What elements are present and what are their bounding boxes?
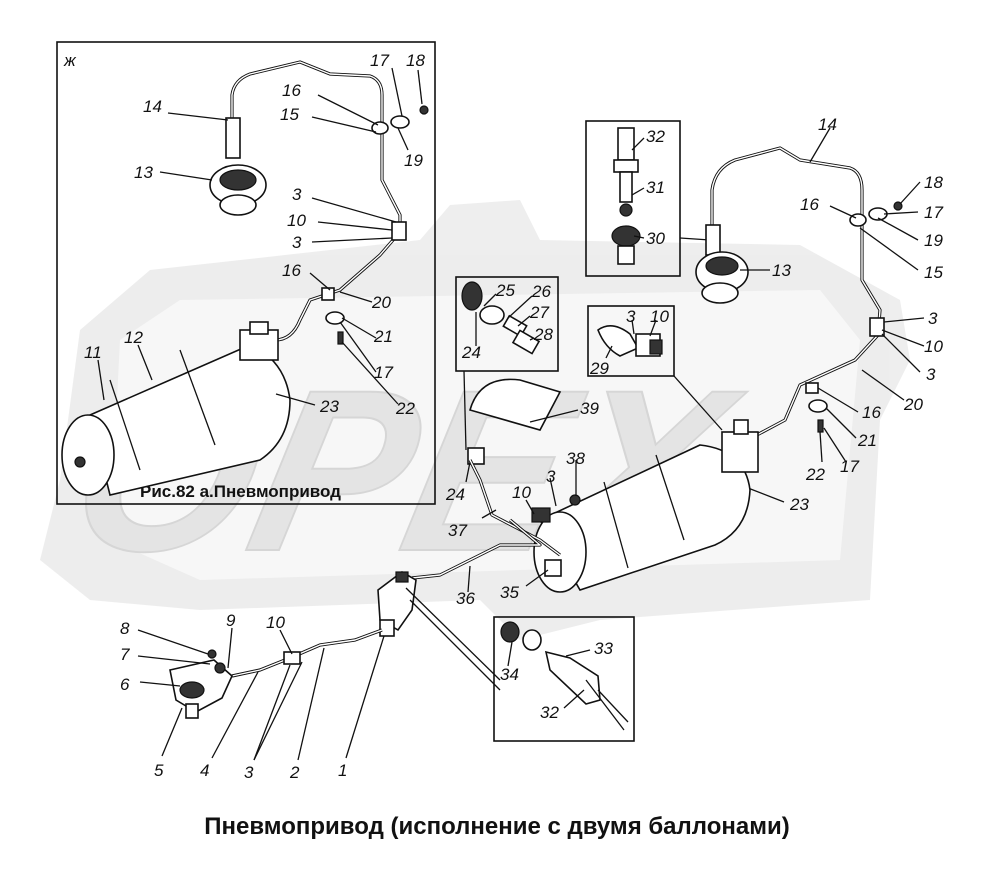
right-label-13: 13 <box>772 261 791 280</box>
main-label-38: 38 <box>566 449 585 468</box>
inset-label-10: 10 <box>287 211 306 230</box>
inset-label-20: 20 <box>371 293 391 312</box>
detail-label-28: 28 <box>533 325 553 344</box>
inset-brake-chamber <box>209 117 267 216</box>
inset-marker: ж <box>63 51 77 70</box>
figure-caption: Пневмопривод (исполнение с двумя баллона… <box>204 813 789 840</box>
inset-label-15: 15 <box>280 105 299 124</box>
detail-box-connector-frame <box>455 276 559 372</box>
label-7: 7 <box>120 645 130 664</box>
detail-label-26: 26 <box>531 282 551 301</box>
inset-label-23: 23 <box>319 397 339 416</box>
detail-label-30: 30 <box>646 229 665 248</box>
right-label-17: 17 <box>924 203 943 222</box>
inset-label-18: 18 <box>406 51 425 70</box>
main-label-35: 35 <box>500 583 519 602</box>
detail-box-tee: 3 10 29 <box>587 305 723 431</box>
right-label-20: 20 <box>903 395 923 414</box>
inset-label-16: 16 <box>282 81 301 100</box>
right-label-16: 16 <box>800 195 819 214</box>
right-label-18: 18 <box>924 173 943 192</box>
inset-label-21: 21 <box>373 327 393 346</box>
label-2: 2 <box>289 763 300 782</box>
label-1: 1 <box>338 761 347 780</box>
right-label-3a: 3 <box>928 309 938 328</box>
main-label-39: 39 <box>580 399 599 418</box>
outlet-label-33: 33 <box>594 639 613 658</box>
detail-box-outlet-frame <box>493 616 635 742</box>
detail-label-10: 10 <box>650 307 669 326</box>
main-label-3: 3 <box>546 467 556 486</box>
right-label-23: 23 <box>789 495 809 514</box>
inset-label-11: 11 <box>84 343 102 362</box>
detail-box-connector: 25 26 27 28 24 <box>455 276 559 451</box>
detail-label-25: 25 <box>495 281 515 300</box>
inset-label-16b: 16 <box>282 261 301 280</box>
inset-label-22: 22 <box>395 399 415 418</box>
detail-label-3: 3 <box>626 307 636 326</box>
label-8: 8 <box>120 619 130 638</box>
detail-label-31: 31 <box>646 178 665 197</box>
detail-label-32: 32 <box>646 127 665 146</box>
right-label-10a: 10 <box>924 337 943 356</box>
right-label-15: 15 <box>924 263 943 282</box>
right-label-21: 21 <box>857 431 877 450</box>
right-label-17b: 17 <box>840 457 859 476</box>
outlet-label-34: 34 <box>500 665 519 684</box>
detail-label-29: 29 <box>589 359 609 378</box>
right-label-16b: 16 <box>862 403 881 422</box>
detail-label-27: 27 <box>529 303 549 322</box>
detail-label-24: 24 <box>461 343 481 362</box>
outlet-label-32: 32 <box>540 703 559 722</box>
brake-valve-line: 8 7 6 9 10 5 4 3 2 1 <box>120 571 501 782</box>
inset-label-14: 14 <box>143 97 162 116</box>
inset-air-tank <box>61 321 291 496</box>
inset-clips <box>321 105 429 345</box>
inset-label-3b: 3 <box>292 233 302 252</box>
detail-box-fitting: 32 31 30 <box>585 120 711 277</box>
inset-label-17: 17 <box>370 51 389 70</box>
detail-box-frame <box>585 120 681 277</box>
inset-label-12: 12 <box>124 328 143 347</box>
label-10: 10 <box>266 613 285 632</box>
inset-label-19: 19 <box>404 151 423 170</box>
inset-leaders <box>97 67 423 406</box>
inset-frame <box>56 41 436 505</box>
main-air-tanks: 39 38 10 3 24 37 35 36 <box>411 378 759 608</box>
inset-label-3a: 3 <box>292 185 302 204</box>
inset-title: Рис.82 а.Пневмопривод <box>140 482 341 501</box>
main-label-24: 24 <box>445 485 465 504</box>
label-5: 5 <box>154 761 164 780</box>
main-label-37: 37 <box>448 521 467 540</box>
label-6: 6 <box>120 675 130 694</box>
inset-pipe-line <box>230 60 402 342</box>
inset-label-17b: 17 <box>374 363 393 382</box>
right-label-14: 14 <box>818 115 837 134</box>
right-brake-assembly: 14 13 18 16 17 19 15 3 10 3 20 16 21 22 … <box>695 115 943 514</box>
detail-box-outlet: 33 34 32 <box>493 616 635 742</box>
label-4: 4 <box>200 761 209 780</box>
right-label-19: 19 <box>924 231 943 250</box>
label-9: 9 <box>226 611 236 630</box>
right-label-3b: 3 <box>926 365 936 384</box>
main-label-36: 36 <box>456 589 475 608</box>
inset-label-13: 13 <box>134 163 153 182</box>
right-label-22: 22 <box>805 465 825 484</box>
label-3: 3 <box>244 763 254 782</box>
detail-box-tee-frame <box>587 305 675 377</box>
main-label-10: 10 <box>512 483 531 502</box>
inset-figure: ж Рис.82 а.Пневмопривод <box>56 41 436 505</box>
